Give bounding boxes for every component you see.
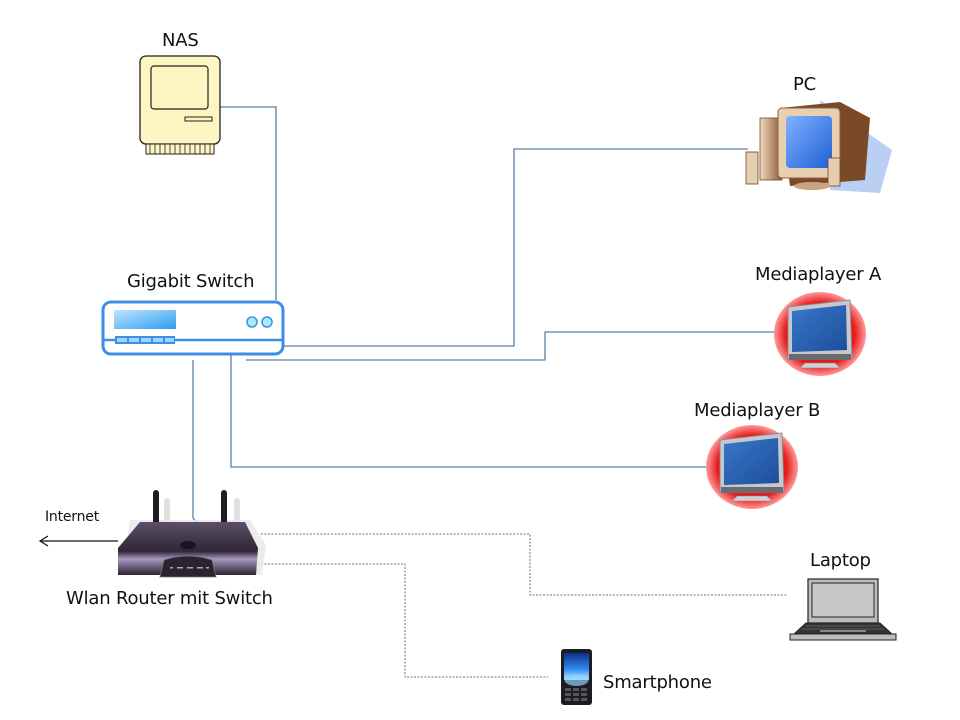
wifi-router-icon [118,490,266,578]
desktop-pc-icon [745,100,892,193]
switch-label: Gigabit Switch [127,271,255,292]
internet-label: Internet [45,509,99,525]
link-switch-mediaplayer-b [230,351,708,468]
link-router-laptop [261,533,788,596]
internet-arrow [38,535,118,547]
link-switch-mediaplayer-a [246,331,786,361]
laptop-icon [789,578,897,641]
mediaplayer-b-icon [706,425,798,509]
mediaplayer-a-label: Mediaplayer A [755,264,882,285]
smartphone-label: Smartphone [603,672,712,693]
mediaplayer-a-icon [774,292,866,376]
smartphone-icon [561,649,592,705]
mediaplayer-b-label: Mediaplayer B [694,400,821,421]
network-switch-icon [101,300,285,356]
wireless-links [261,533,788,678]
router-label: Wlan Router mit Switch [66,588,273,609]
nas-label: NAS [162,30,199,51]
link-router-smartphone [261,563,548,678]
pc-label: PC [793,74,817,95]
link-switch-nas [220,106,277,300]
nas-icon [139,55,221,155]
link-switch-router [192,360,197,523]
laptop-label: Laptop [810,550,871,571]
wired-links [192,106,786,523]
link-switch-pc [283,148,748,347]
